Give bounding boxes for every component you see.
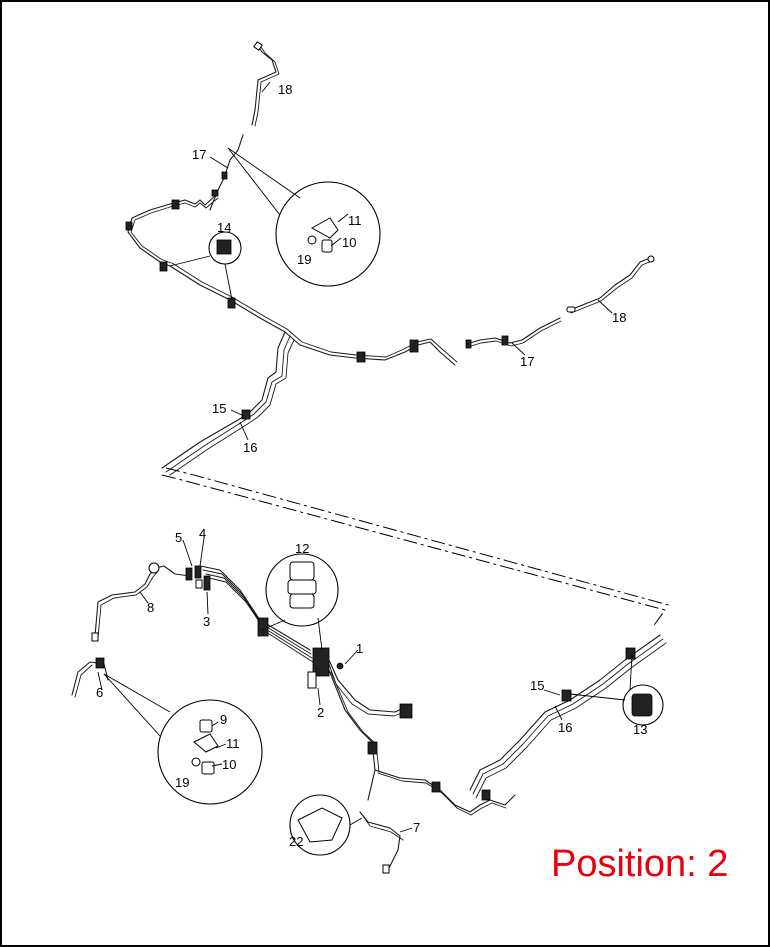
detail-circle-12 xyxy=(261,553,339,651)
callout-17-top: 17 xyxy=(192,147,206,162)
callout-7: 7 xyxy=(413,820,420,835)
detail-circle-11-10-19-top xyxy=(227,147,381,287)
callout-2: 2 xyxy=(317,705,324,720)
callout-8: 8 xyxy=(147,600,154,615)
upper-right-brake-line xyxy=(284,255,655,366)
callout-22: 22 xyxy=(289,834,303,849)
detail-circle-22 xyxy=(289,794,363,856)
upper-left-brake-line xyxy=(125,41,288,333)
detail-circle-14 xyxy=(169,231,242,301)
callout-19-top: 19 xyxy=(297,252,311,267)
callout-10-bottom: 10 xyxy=(222,757,236,772)
callout-19-bottom: 19 xyxy=(175,775,189,790)
callout-1: 1 xyxy=(356,641,363,656)
callout-3: 3 xyxy=(203,614,210,629)
lower-brake-assembly xyxy=(71,562,667,874)
break-line xyxy=(161,467,673,629)
callout-11-top: 11 xyxy=(348,213,362,228)
detail-circle-9-10-11-19-bottom xyxy=(103,673,263,805)
position-label: Position: 2 xyxy=(551,843,728,885)
upper-rear-lines xyxy=(161,331,295,476)
callout-13: 13 xyxy=(633,722,647,737)
callout-15-top: 15 xyxy=(212,401,226,416)
callout-11-bottom: 11 xyxy=(226,736,240,751)
callout-leaders xyxy=(97,81,613,833)
callout-5: 5 xyxy=(175,530,182,545)
callout-17-right: 17 xyxy=(520,354,534,369)
callout-14: 14 xyxy=(217,220,231,235)
callout-10-top: 10 xyxy=(342,235,356,250)
callout-6: 6 xyxy=(96,685,103,700)
callout-18-right: 18 xyxy=(612,310,626,325)
callout-18-top: 18 xyxy=(278,82,292,97)
callout-16-top: 16 xyxy=(243,440,257,455)
callout-15-bottom: 15 xyxy=(530,678,544,693)
callout-9: 9 xyxy=(220,712,227,727)
callout-16-bottom: 16 xyxy=(558,720,572,735)
callout-labels: 18 17 14 11 10 19 18 17 15 16 5 4 12 8 3… xyxy=(96,82,647,849)
detail-circle-13 xyxy=(569,653,664,726)
callout-12: 12 xyxy=(295,541,309,556)
callout-4: 4 xyxy=(199,526,206,541)
